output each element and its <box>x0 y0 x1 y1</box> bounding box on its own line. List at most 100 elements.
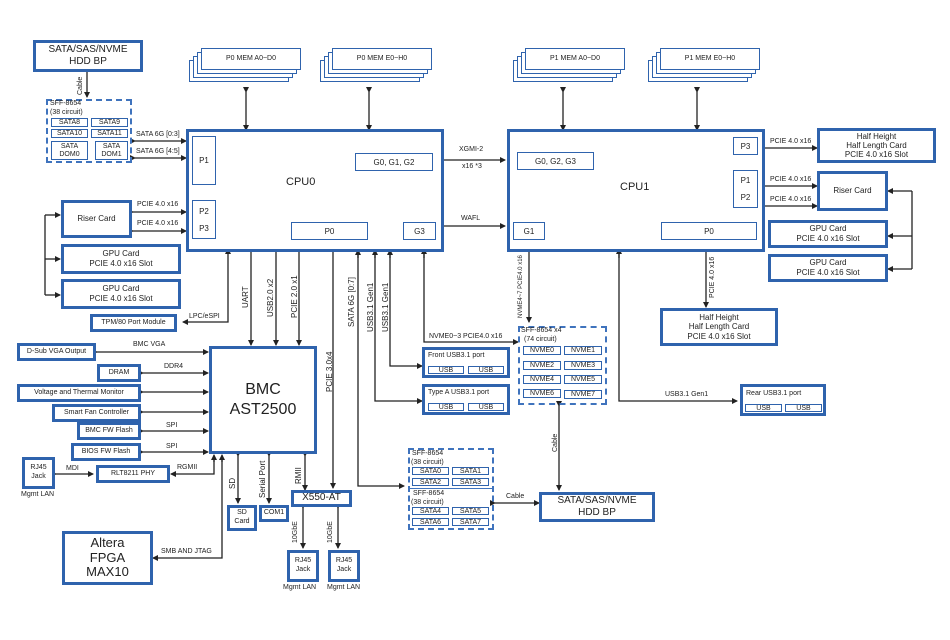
sata-sff-connector <box>408 448 494 530</box>
nvme-port: NVME2 <box>523 361 561 370</box>
sata-cable-label: Cable <box>506 493 525 500</box>
bmc-vga-link-label: BMC VGA <box>133 341 166 348</box>
nvme-port: NVME4 <box>523 375 561 384</box>
left-sff-port: SATA8 <box>51 118 88 127</box>
left-gpu2-line1: GPU Card <box>102 284 140 293</box>
nvme-sff-circuit: (74 circuit) <box>524 336 557 343</box>
cpu1-port-p2: P2 <box>740 193 751 202</box>
pcie3-label: PCIE 3.0x4 <box>325 351 334 392</box>
nvme-cable-label: Cable <box>552 433 559 452</box>
smart-fan-controller: Smart Fan Controller <box>52 404 141 422</box>
nvme-sff-connector <box>518 326 607 405</box>
sata-sff-a-title: SFF-8654 <box>412 450 444 457</box>
sata-port: SATA1 <box>452 467 489 475</box>
com1: COM1 <box>259 505 289 522</box>
nvme-0-3-label: NVME0~3 PCIE4.0 x16 <box>429 333 503 340</box>
spi-link-label-2: SPI <box>166 443 178 450</box>
p1-mem-eh-label: P1 MEM E0~H0 <box>684 54 736 62</box>
left-sff-port: SATA9 <box>91 118 128 127</box>
cpu0-label: CPU0 <box>286 176 316 188</box>
rj45-1-line1: RJ45 <box>294 557 312 565</box>
bmc-fw-label: BMC FW Flash <box>85 426 133 434</box>
mdi-label: MDI <box>66 465 79 472</box>
cpu1-port-p0: P0 <box>661 222 757 240</box>
smb-jtag-label: SMB AND JTAG <box>161 548 212 555</box>
p1-mem-a0-d0: P1 MEM A0~D0 <box>525 48 625 70</box>
wafl-label: WAFL <box>461 215 481 222</box>
xgmi-width-label: x16 *3 <box>462 163 482 170</box>
x550-label: X550-AT <box>302 492 341 504</box>
cpu0-port-p0: P0 <box>291 222 368 240</box>
tpm-label: TPM/80 Port Module <box>101 318 166 326</box>
left-sff-title: SFF-8654 <box>50 100 82 107</box>
left-hdd-bp-line2: HDD BP <box>69 56 107 67</box>
right-riser-card: Riser Card <box>817 171 888 211</box>
left-hdd-bp-line1: SATA/SAS/NVME <box>48 43 128 55</box>
typea-usb-port: USB <box>428 403 464 411</box>
rear-usb-title: Rear USB3.1 port <box>746 390 802 397</box>
left-sff-connector <box>46 99 132 163</box>
front-usb-port: USB <box>428 366 464 374</box>
sata-dom1-line2: DOM1 <box>101 150 122 158</box>
cpu1-label: CPU1 <box>620 181 650 193</box>
10gbe-label-1: 10GbE <box>292 521 299 543</box>
rj45-2-line2: Jack <box>336 566 352 573</box>
bmc-line1: BMC <box>245 381 281 398</box>
left-gpu1-line1: GPU Card <box>102 249 140 258</box>
rear-usb-port: USB <box>785 404 822 412</box>
sata-sff-a-circuit: (38 circuit) <box>411 459 444 466</box>
sata-dom1-line1: SATA <box>102 142 121 150</box>
xgmi-label: XGMI-2 <box>459 146 484 153</box>
sata-dom0-line1: SATA <box>60 142 79 150</box>
typea-usb-title: Type A USB3.1 port <box>428 389 490 396</box>
bmc-fw-flash: BMC FW Flash <box>77 422 141 440</box>
sata-port: SATA2 <box>412 478 449 486</box>
rj45-2-line1: RJ45 <box>335 557 353 565</box>
pcie2-label: PCIE 2.0 x1 <box>290 275 299 318</box>
cpu0-port-p2: P2 <box>199 206 209 216</box>
wire-usb-front <box>389 252 423 369</box>
bios-fw-label: BIOS FW Flash <box>81 447 131 455</box>
rj45-bmc-line2: Jack <box>31 473 46 480</box>
p1-mem-ad-label: P1 MEM A0~D0 <box>550 54 600 62</box>
cpu1-port-p1: P1 <box>740 176 751 185</box>
left-gpu1-line2: PCIE 4.0 x16 Slot <box>89 259 153 268</box>
rj45-bmc-line1: RJ45 <box>30 464 47 472</box>
right-gpu2-line2: PCIE 4.0 x16 Slot <box>796 268 860 277</box>
p0-mem-a0-d0: P0 MEM A0~D0 <box>201 48 301 70</box>
nvme-port: NVME3 <box>564 361 602 370</box>
voltage-thermal-monitor: Voltage and Thermal Monitor <box>17 384 141 402</box>
wire-smb-jtag <box>152 456 223 561</box>
mgmt-lan-label-2: Mgmt LAN <box>327 584 361 591</box>
left-sff-circuit: (38 circuit) <box>50 109 83 116</box>
cpu0-port-g3: G3 <box>403 222 436 240</box>
spi-link-label: SPI <box>166 422 178 429</box>
front-usb-port: USB <box>468 366 504 374</box>
wire-sata-0-7 <box>357 252 405 489</box>
p0-mem-eh-label: P0 MEM E0~H0 <box>356 54 408 62</box>
cpu0-port-p1: P1 <box>192 136 216 185</box>
wire-tpm <box>182 250 229 325</box>
right-riser-link1-label: PCIE 4.0 x16 <box>770 176 812 183</box>
nvme-port: NVME6 <box>523 389 561 398</box>
left-gpu2-line2: PCIE 4.0 x16 Slot <box>89 294 153 303</box>
sd-link-label: SD <box>228 477 237 489</box>
right-gpu1-line2: PCIE 4.0 x16 Slot <box>796 234 860 243</box>
typea-usb-port: USB <box>468 403 504 411</box>
x550-at: X550-AT <box>291 490 352 507</box>
com1-label: COM1 <box>263 509 285 517</box>
rear-usb-port: USB <box>745 404 782 412</box>
p1-mem-e0-h0: P1 MEM E0~H0 <box>660 48 760 70</box>
cpu0-port-p2-p3: P2 P3 <box>192 200 216 239</box>
bmc-ast2500: BMC AST2500 <box>209 346 317 454</box>
nvme-port: NVME0 <box>523 346 561 355</box>
rlt8211-phy: RLT8211 PHY <box>96 465 170 483</box>
sata-sff-b-title: SFF-8654 <box>413 490 445 497</box>
